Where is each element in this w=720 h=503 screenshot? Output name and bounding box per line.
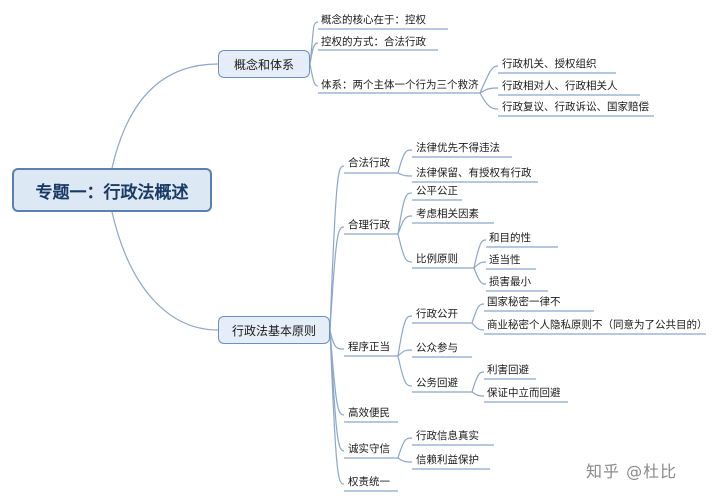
- proportion-minimum[interactable]: 损害最小: [489, 276, 531, 288]
- principle-reasonable[interactable]: 合理行政: [348, 219, 390, 231]
- connector-root-branch2: [111, 211, 219, 331]
- principle-honest[interactable]: 诚实守信: [348, 443, 390, 455]
- system-subject-counterpart[interactable]: 行政相对人、行政相关人: [502, 80, 618, 92]
- concept-system[interactable]: 体系：两个主体一个行为三个救济: [321, 79, 479, 91]
- honest-trust[interactable]: 信赖利益保护: [416, 454, 479, 466]
- branch-concept-system[interactable]: 概念和体系: [218, 50, 310, 78]
- procedure-open[interactable]: 行政公开: [416, 308, 458, 320]
- concept-method[interactable]: 控权的方式：合法行政: [321, 36, 426, 48]
- principle-efficient[interactable]: 高效便民: [348, 407, 390, 419]
- avoid-interest[interactable]: 利害回避: [487, 364, 529, 376]
- root-topic[interactable]: 专题一：行政法概述: [12, 168, 212, 212]
- legal-priority[interactable]: 法律优先不得违法: [416, 142, 500, 154]
- proportion-purpose[interactable]: 和目的性: [489, 232, 531, 244]
- principle-accountable[interactable]: 权责统一: [348, 476, 390, 488]
- connector-root-branch1: [111, 63, 219, 169]
- proportion-appropriate[interactable]: 适当性: [489, 254, 521, 266]
- open-commercial-secret[interactable]: 商业秘密个人隐私原则不（同意为了公共目的）: [487, 319, 708, 331]
- principle-procedure[interactable]: 程序正当: [348, 341, 390, 353]
- open-state-secret[interactable]: 国家秘密一律不: [487, 296, 561, 308]
- honest-true-info[interactable]: 行政信息真实: [416, 430, 479, 442]
- avoid-neutral[interactable]: 保证中立而回避: [487, 387, 561, 399]
- procedure-participate[interactable]: 公众参与: [416, 342, 458, 354]
- principle-legal[interactable]: 合法行政: [348, 157, 390, 169]
- concept-core[interactable]: 概念的核心在于：控权: [321, 14, 426, 26]
- system-subject-admin[interactable]: 行政机关、授权组织: [502, 58, 597, 70]
- reasonable-proportion[interactable]: 比例原则: [416, 253, 458, 265]
- branch-basic-principles[interactable]: 行政法基本原则: [218, 316, 330, 344]
- connector-b1-spine: [309, 21, 319, 87]
- procedure-avoid[interactable]: 公务回避: [416, 377, 458, 389]
- watermark: 知乎 @杜比: [586, 462, 678, 481]
- reasonable-factors[interactable]: 考虑相关因素: [416, 208, 479, 220]
- reasonable-fair[interactable]: 公平公正: [416, 185, 458, 197]
- system-remedies[interactable]: 行政复议、行政诉讼、国家赔偿: [502, 101, 649, 113]
- legal-reservation[interactable]: 法律保留、有授权有行政: [416, 167, 532, 179]
